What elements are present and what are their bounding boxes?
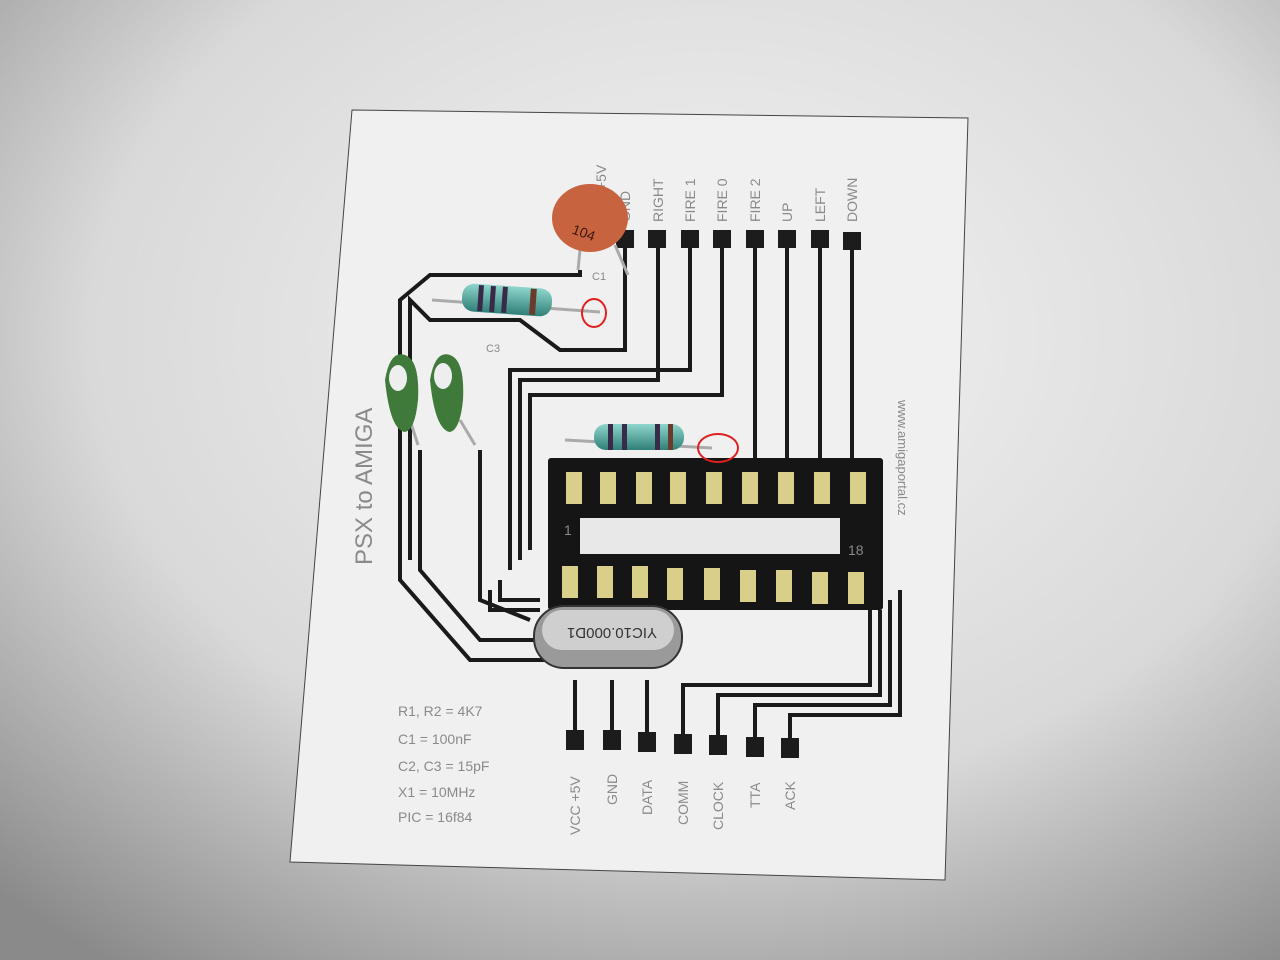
pin-label-gnd-bottom: GND [604,774,620,805]
parts-list-item: X1 = 10MHz [398,784,475,800]
pin-label-up: UP [779,203,795,222]
pin-label-data: DATA [639,779,655,815]
red-marker-circle [697,433,739,463]
pin-label-down: DOWN [844,178,860,222]
green-capacitor-c3 [430,354,477,446]
pcb-traces [398,240,902,745]
pin-label-comm: COMM [675,781,691,825]
socket-pin18-label: 18 [848,542,864,558]
pin-label-right: RIGHT [650,178,666,222]
c1-label: C1 [592,271,606,283]
parts-list-item: C2, C3 = 15pF [398,758,489,774]
pin-label-fire1: FIRE 1 [682,178,698,222]
resistor-r2 [564,424,739,463]
parts-list-item: PIC = 16f84 [398,809,473,825]
bottom-connector-pads [566,730,799,758]
board-title: PSX to AMIGA [351,408,378,565]
website-text: www.amigaportal.cz [895,399,910,516]
parts-list: R1, R2 = 4K7 C1 = 100nF C2, C3 = 15pF X1… [398,703,489,825]
capacitor-code: 104 [570,221,598,244]
ic-socket: 1 18 [548,458,883,610]
socket-pin1-label: 1 [564,522,572,538]
pin-label-fire0: FIRE 0 [714,178,730,222]
pin-label-5v: +5V [593,164,609,190]
ceramic-capacitor-c1: 104 [552,184,630,276]
red-marker-circle [581,298,607,328]
parts-list-item: C1 = 100nF [398,731,472,747]
resistor-r1 [431,283,607,328]
crystal-marking: YIC10.000D1 [567,624,657,641]
pin-label-vcc: VCC +5V [567,776,583,835]
c3-label: C3 [486,343,500,355]
pin-label-left: LEFT [812,187,828,222]
pin-label-ack: ACK [782,781,798,810]
pin-label-clock: CLOCK [710,781,726,830]
crystal-x1: YIC10.000D1 [533,605,683,669]
pin-label-fire2: FIRE 2 [747,178,763,222]
pin-label-tta: TTA [747,782,763,808]
parts-list-item: R1, R2 = 4K7 [398,703,483,719]
green-capacitor-c2 [385,354,420,446]
